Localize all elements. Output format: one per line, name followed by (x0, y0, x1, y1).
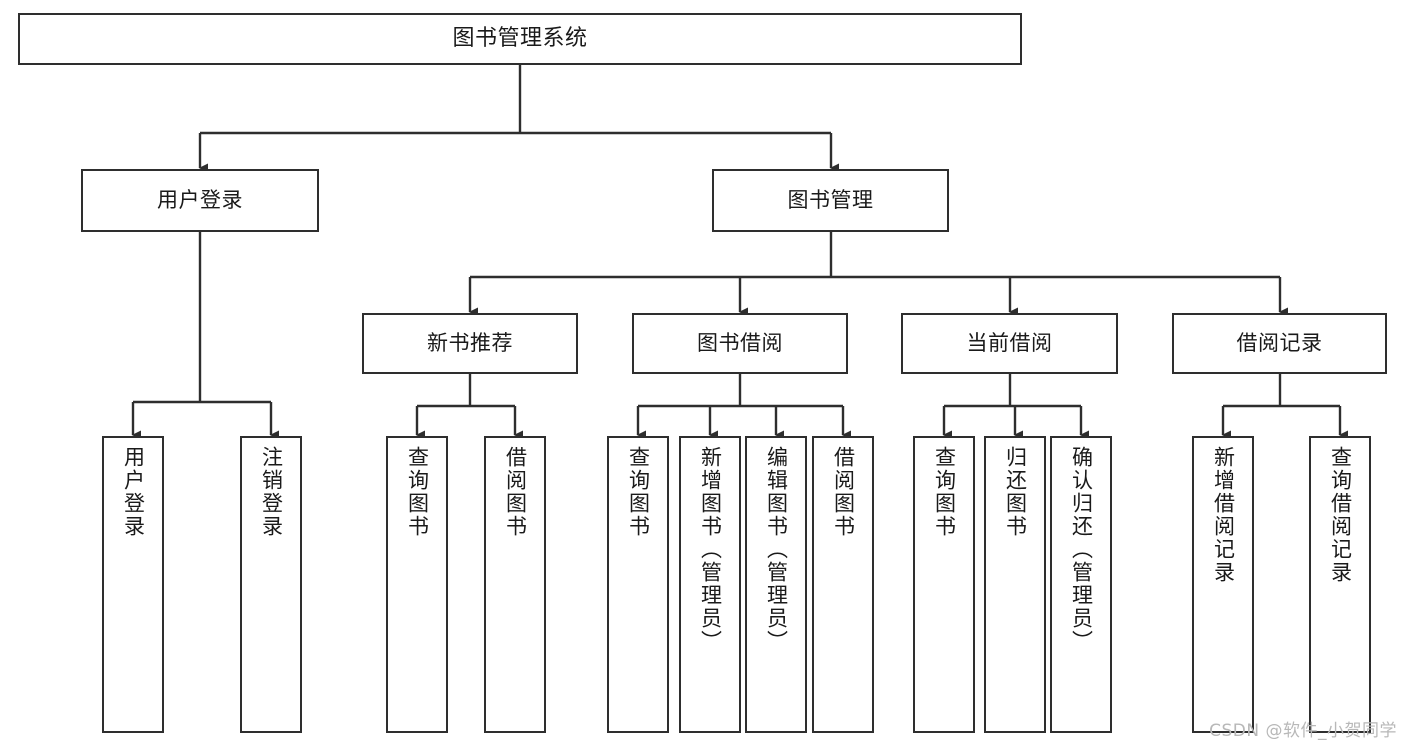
node-label: 查询借阅记录 (1328, 446, 1353, 584)
node-label: 借阅图书 (831, 446, 856, 538)
node-label: 查询图书 (626, 446, 651, 538)
node-l13[interactable]: 查询借阅记录 (1309, 436, 1371, 733)
node-n-book[interactable]: 图书管理 (712, 169, 949, 232)
node-l6[interactable]: 新增图书（管理员） (679, 436, 741, 733)
node-label: 图书管理系统 (452, 25, 588, 51)
node-l3[interactable]: 查询图书 (386, 436, 448, 733)
edge-group (131, 65, 1349, 440)
node-l1[interactable]: 用户登录 (102, 436, 164, 733)
node-l2[interactable]: 注销登录 (240, 436, 302, 733)
node-label: 新书推荐 (427, 330, 513, 355)
node-l11[interactable]: 确认归还（管理员） (1050, 436, 1112, 733)
node-label: 归还图书 (1003, 446, 1028, 538)
node-label: 当前借阅 (966, 330, 1053, 355)
node-label: 注销登录 (259, 446, 284, 538)
node-label: 图书管理 (787, 187, 874, 212)
node-label: 新增图书（管理员） (698, 446, 723, 653)
node-label: 查询图书 (932, 446, 957, 538)
node-n-rec[interactable]: 借阅记录 (1172, 313, 1387, 374)
node-n-cur[interactable]: 当前借阅 (901, 313, 1118, 374)
node-label: 查询图书 (405, 446, 430, 538)
node-label: 新增借阅记录 (1211, 446, 1236, 584)
node-label: 借阅记录 (1236, 330, 1323, 355)
node-root[interactable]: 图书管理系统 (18, 13, 1022, 65)
node-label: 用户登录 (157, 187, 243, 212)
node-l10[interactable]: 归还图书 (984, 436, 1046, 733)
watermark-credit: CSDN @软件_小贺同学 (1209, 721, 1397, 741)
node-label: 用户登录 (121, 446, 146, 538)
node-l4[interactable]: 借阅图书 (484, 436, 546, 733)
node-label: 确认归还（管理员） (1069, 446, 1094, 653)
node-l8[interactable]: 借阅图书 (812, 436, 874, 733)
node-l5[interactable]: 查询图书 (607, 436, 669, 733)
node-n-borrow[interactable]: 图书借阅 (632, 313, 848, 374)
node-label: 编辑图书（管理员） (764, 446, 789, 653)
node-l12[interactable]: 新增借阅记录 (1192, 436, 1254, 733)
node-n-login[interactable]: 用户登录 (81, 169, 319, 232)
node-n-new[interactable]: 新书推荐 (362, 313, 578, 374)
node-label: 图书借阅 (697, 330, 783, 355)
node-l7[interactable]: 编辑图书（管理员） (745, 436, 807, 733)
node-l9[interactable]: 查询图书 (913, 436, 975, 733)
node-label: 借阅图书 (503, 446, 528, 538)
